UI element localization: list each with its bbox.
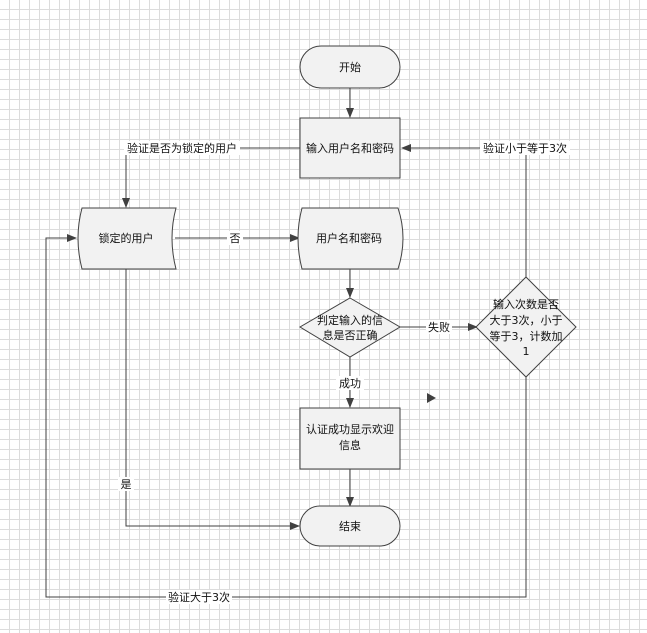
validate-decision-label-1: 判定输入的信 [317, 313, 383, 327]
auth-success-node [299, 407, 401, 470]
edge-count-to-locked [45, 234, 527, 598]
attempt-count-label-1: 输入次数是否 [493, 297, 559, 311]
auth-success-label-2: 信息 [339, 438, 361, 452]
input-credentials-label: 输入用户名和密码 [306, 141, 394, 155]
edge-label-yes: 是 [121, 478, 132, 491]
end-node [299, 505, 401, 547]
credentials-data-label: 用户名和密码 [316, 231, 382, 245]
edge-label-retry: 验证小于等于3次 [483, 141, 567, 155]
edge-label-verify-locked: 验证是否为锁定的用户 [127, 141, 237, 155]
edge-label-no: 否 [230, 232, 241, 245]
edge-locked-to-end [125, 268, 300, 530]
locked-users-node [77, 207, 177, 270]
attempt-count-label-3: 等于3，计数加 [490, 329, 563, 343]
credentials-data-node [297, 207, 404, 270]
edge-label-success: 成功 [339, 377, 361, 390]
start-node [299, 45, 401, 89]
auth-success-label-1: 认证成功显示欢迎 [306, 422, 394, 436]
edge-count-to-input [401, 144, 527, 277]
validate-decision-label-2: 息是否正确 [323, 328, 378, 342]
stray-arrowhead-marker [427, 393, 436, 403]
edge-label-fail: 失败 [428, 320, 450, 334]
input-credentials-node [299, 117, 401, 179]
edge-label-lockout: 验证大于3次 [168, 590, 230, 604]
attempt-count-label-4: 1 [523, 345, 530, 358]
validate-decision-node [299, 297, 401, 358]
attempt-count-label-2: 大于3次，小于 [490, 313, 563, 327]
start-node-label: 开始 [339, 60, 361, 74]
edge-input-to-locked [122, 147, 300, 208]
attempt-count-decision-node [475, 276, 577, 378]
locked-users-label: 锁定的用户 [99, 231, 154, 245]
end-node-label: 结束 [339, 520, 361, 533]
